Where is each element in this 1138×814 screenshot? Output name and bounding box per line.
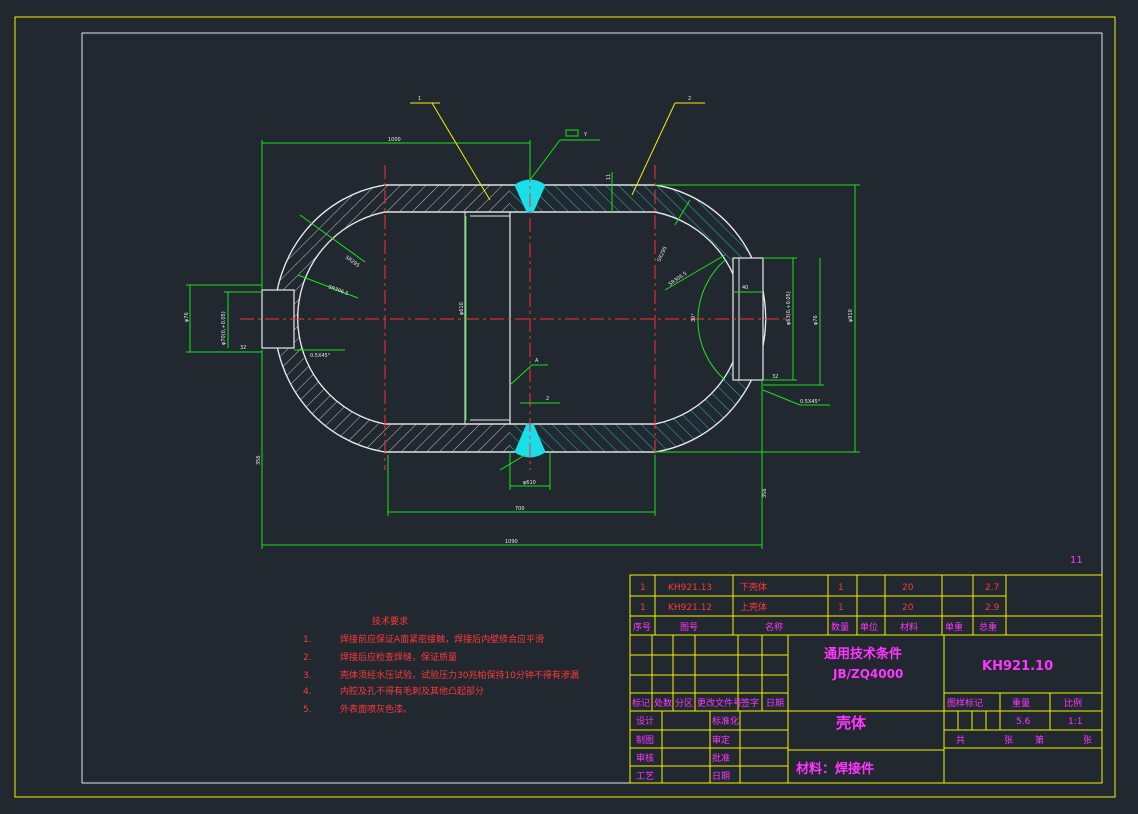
dim-inner-dia: φ610 [459, 302, 465, 315]
bom-h-unit: 单位 [860, 621, 878, 633]
dim-right-small: 32 [772, 374, 778, 380]
bom-r2-seq: 1 [640, 603, 646, 613]
dim-left-port-outer: φ76 [184, 312, 190, 322]
bom-h-qty: 数量 [831, 621, 849, 633]
bom-r1-name: 下壳体 [740, 581, 767, 593]
callout-part-1: 1 [418, 96, 421, 102]
role-draw: 制图 [636, 734, 654, 746]
weld-symbol-label: Y [583, 132, 588, 138]
sheets-unit-2: 张 [1083, 735, 1092, 746]
dim-overall-length: 1090 [505, 539, 518, 545]
dim-overall-height: φ910 [848, 309, 854, 322]
dim-angle: 30° [691, 313, 697, 322]
bom-r1-qty: 1 [838, 583, 844, 593]
scale-label: 比例 [1064, 697, 1082, 709]
bom-h-material: 材料 [900, 621, 918, 633]
sheets-unit-1: 张 [1004, 735, 1013, 746]
page-number: 11 [1070, 555, 1083, 566]
dim-body-length: 700 [515, 506, 525, 512]
title-block: 标记 处数 分区 更改文件号 签字 日期 设计 制图 审核 工艺 标准化 审定 … [629, 634, 1103, 784]
role-approve: 批准 [712, 752, 730, 764]
dim-weld-gap: 2 [546, 396, 549, 402]
bom-r1-seq: 1 [640, 583, 646, 593]
stage-label: 图样标记 [947, 697, 983, 709]
inner-border [81, 32, 1103, 784]
tech-item-5: 外表面喷灰色漆。 [340, 703, 412, 715]
part-leaders: 1 2 [410, 96, 705, 201]
role-check: 审核 [636, 752, 654, 764]
bom-r1-total: 2.7 [985, 583, 999, 593]
dim-right-port-inner: φ63(0,+0.05) [786, 291, 792, 325]
outer-border [14, 16, 1116, 798]
rev-h-2: 分区 [675, 698, 693, 709]
dim-left-bottom: 356 [256, 455, 262, 465]
standard-line-1: 通用技术条件 [824, 646, 902, 662]
bom-r2-code: KH921.12 [668, 603, 712, 613]
dim-sr-right: SR295 [656, 246, 668, 263]
role-process: 工艺 [636, 771, 654, 782]
dim-right-port-outer: φ76 [813, 315, 819, 325]
dim-left-small: 32 [240, 345, 246, 351]
role-review: 审定 [712, 734, 730, 746]
bom-r2-material: 20 [902, 603, 914, 613]
dim-sr-left-inner: SR306.5 [327, 284, 349, 297]
dim-left-port-inner: φ70(0,+0.05) [221, 311, 227, 345]
bom-h-code: 图号 [680, 622, 698, 633]
dim-right-port-depth: 40 [742, 285, 748, 291]
part-name: 壳体 [835, 714, 867, 732]
dim-sr-right-inner: SR306.5 [668, 271, 689, 288]
tech-item-3: 壳体须经水压试验，试验压力30兆帕保持10分钟不得有渗漏 [340, 669, 579, 681]
callout-part-2: 2 [688, 96, 691, 102]
tech-num-3: 3. [303, 671, 312, 681]
bom-r2-total: 2.9 [985, 603, 1000, 613]
bom-r1-material: 20 [902, 583, 914, 593]
rev-h-3: 更改文件号 [697, 697, 742, 709]
dim-chamfer-right: 0.5X45° [800, 399, 821, 405]
bom-h-total: 总重 [979, 621, 997, 633]
sheet-no: 第 [1035, 734, 1044, 746]
weight-value: 5.6 [1016, 717, 1031, 727]
rev-h-1: 处数 [654, 697, 672, 709]
tech-num-1: 1. [303, 635, 312, 645]
bom-h-seq: 序号 [633, 621, 651, 633]
dim-chamfer-left: 0.5X45° [310, 353, 331, 359]
rev-h-5: 日期 [766, 698, 784, 709]
dim-wall: 11 [606, 174, 612, 180]
bom-r2-name: 上壳体 [740, 601, 767, 613]
sheets-total: 共 [956, 735, 965, 746]
tech-item-2: 焊接后应检查焊缝，保证质量 [340, 651, 457, 663]
section-A-label: A [535, 358, 539, 364]
bom-r2-qty: 1 [838, 603, 844, 613]
role-date: 日期 [712, 771, 730, 782]
bom-h-single: 单重 [945, 621, 963, 633]
dim-top-left: 1000 [388, 137, 401, 143]
bom-h-name: 名称 [765, 621, 783, 633]
bom-table: 1 KH921.13 下壳体 1 20 2.7 1 KH921.12 上壳体 1… [629, 574, 1103, 636]
role-design: 设计 [636, 715, 654, 727]
weight-label: 重量 [1012, 697, 1030, 709]
tech-requirements: 技术要求 1. 焊接前应保证A面紧密接触，焊接后内壁修合应平滑 2. 焊接后应检… [303, 615, 579, 715]
tech-num-5: 5. [303, 705, 312, 715]
drawing-number: KH921.10 [982, 659, 1053, 674]
rev-h-0: 标记 [632, 697, 650, 709]
dim-right-bottom: 356 [762, 488, 768, 498]
tech-item-4: 内腔及孔不得有毛刺及其他凸起部分 [340, 685, 484, 697]
material: 材料：焊接件 [796, 761, 874, 777]
tech-item-1: 焊接前应保证A面紧密接触，焊接后内壁修合应平滑 [340, 633, 544, 645]
rev-h-4: 签字 [741, 697, 759, 709]
tech-num-4: 4. [303, 687, 312, 697]
tech-num-2: 2. [303, 653, 312, 663]
dim-weld-dia: φ610 [523, 480, 536, 486]
standard-line-2: JB/ZQ4000 [832, 667, 903, 681]
dimensions: 1000 700 1090 φ910 φ610 11 φ76 φ70(0,+0.… [184, 129, 860, 549]
tech-title: 技术要求 [372, 615, 408, 627]
scale-value: 1:1 [1068, 717, 1082, 727]
bom-r1-code: KH921.13 [668, 583, 712, 593]
role-standard: 标准化 [712, 715, 739, 727]
